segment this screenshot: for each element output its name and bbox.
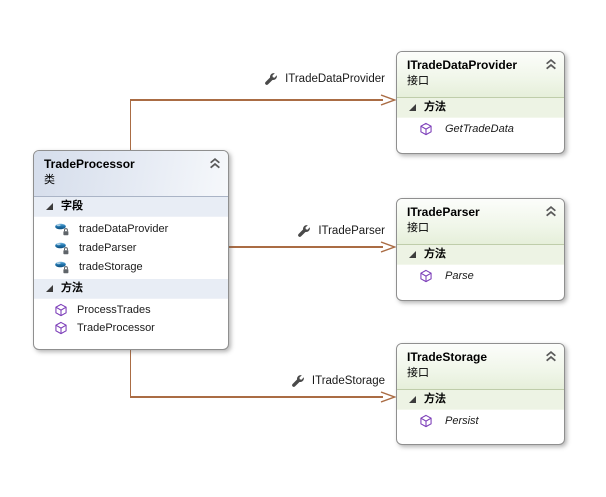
method-row-gettradedata[interactable]: GetTradeData [397,120,564,138]
collapse-chevron-icon[interactable] [545,351,557,362]
private-field-icon [54,259,70,274]
class-stereotype: 类 [44,174,55,186]
interface-box-header[interactable]: ITradeStorage 接口 [397,344,564,390]
methods-section-label: 方法 [424,101,446,113]
method-row-tradeprocessor[interactable]: TradeProcessor [34,319,228,337]
field-name: tradeParser [79,241,137,254]
expander-icon[interactable] [46,203,53,210]
methods-section-header[interactable]: 方法 [397,245,564,265]
method-name: Persist [445,415,479,427]
method-icon [54,321,68,335]
connector-itradedataprovider-vertical[interactable] [130,100,132,151]
methods-section-header[interactable]: 方法 [397,98,564,118]
fields-section-body: tradeDataProvider tradeParser [34,217,228,279]
methods-section-body: Parse [397,265,564,288]
connector-itradestorage-vertical[interactable] [130,350,132,397]
interface-box-itradeparser[interactable]: ITradeParser 接口 方法 Parse [396,198,565,301]
method-icon [419,122,433,136]
expander-icon[interactable] [409,104,416,111]
connector-label-itradeparser[interactable]: ITradeParser [297,222,385,240]
connector-itradeparser-horizontal[interactable] [229,246,383,248]
wrench-icon [291,375,304,387]
interface-title: ITradeDataProvider [407,58,518,72]
private-field-icon [54,240,70,255]
wrench-icon [298,225,311,237]
method-row-persist[interactable]: Persist [397,412,564,430]
connector-itradestorage-horizontal[interactable] [130,396,383,398]
fields-section-label: 字段 [61,200,83,212]
field-row-tradedataprovider[interactable]: tradeDataProvider [34,219,228,238]
expander-icon[interactable] [409,396,416,403]
field-row-tradestorage[interactable]: tradeStorage [34,257,228,276]
methods-section-body: GetTradeData [397,118,564,141]
methods-section-header[interactable]: 方法 [34,279,228,299]
interface-title: ITradeParser [407,205,480,219]
method-name: TradeProcessor [77,322,155,334]
arrowhead-itradedataprovider [380,94,396,106]
expander-icon[interactable] [46,285,53,292]
interface-box-itradedataprovider[interactable]: ITradeDataProvider 接口 方法 GetTradeData [396,51,565,154]
collapse-chevron-icon[interactable] [209,158,221,169]
private-field-icon [54,221,70,236]
methods-section-label: 方法 [61,282,83,294]
method-name: ProcessTrades [77,304,151,316]
interface-box-header[interactable]: ITradeDataProvider 接口 [397,52,564,98]
arrowhead-itradeparser [380,241,396,253]
method-icon [54,303,68,317]
methods-section-body: Persist [397,410,564,433]
collapse-chevron-icon[interactable] [545,59,557,70]
methods-section-label: 方法 [424,248,446,260]
interface-title: ITradeStorage [407,350,488,364]
field-name: tradeStorage [79,260,143,273]
collapse-chevron-icon[interactable] [545,206,557,217]
field-name: tradeDataProvider [79,222,169,235]
fields-section-header[interactable]: 字段 [34,197,228,217]
interface-stereotype: 接口 [407,367,429,379]
wrench-icon [265,73,277,85]
methods-section-header[interactable]: 方法 [397,390,564,410]
interface-stereotype: 接口 [407,75,429,87]
field-row-tradeparser[interactable]: tradeParser [34,238,228,257]
connector-label-itradestorage[interactable]: ITradeStorage [291,372,385,390]
method-row-parse[interactable]: Parse [397,267,564,285]
method-name: GetTradeData [445,123,514,135]
connector-itradedataprovider-horizontal[interactable] [130,99,383,101]
class-title: TradeProcessor [44,157,135,171]
method-icon [419,414,433,428]
expander-icon[interactable] [409,251,416,258]
method-name: Parse [445,270,474,282]
class-box-tradeprocessor[interactable]: TradeProcessor 类 字段 tradeDataP [33,150,229,350]
connector-label-text: ITradeParser [318,225,385,237]
methods-section-body: ProcessTrades TradeProcessor [34,299,228,340]
interface-box-header[interactable]: ITradeParser 接口 [397,199,564,245]
class-box-header[interactable]: TradeProcessor 类 [34,151,228,197]
methods-section-label: 方法 [424,393,446,405]
connector-label-text: ITradeStorage [311,375,385,387]
connector-label-itradedataprovider[interactable]: ITradeDataProvider [264,70,385,88]
method-icon [419,269,433,283]
interface-box-itradestorage[interactable]: ITradeStorage 接口 方法 Persist [396,343,565,445]
interface-stereotype: 接口 [407,222,429,234]
connector-label-text: ITradeDataProvider [285,73,385,85]
method-row-processtrades[interactable]: ProcessTrades [34,301,228,319]
arrowhead-itradestorage [380,391,396,403]
